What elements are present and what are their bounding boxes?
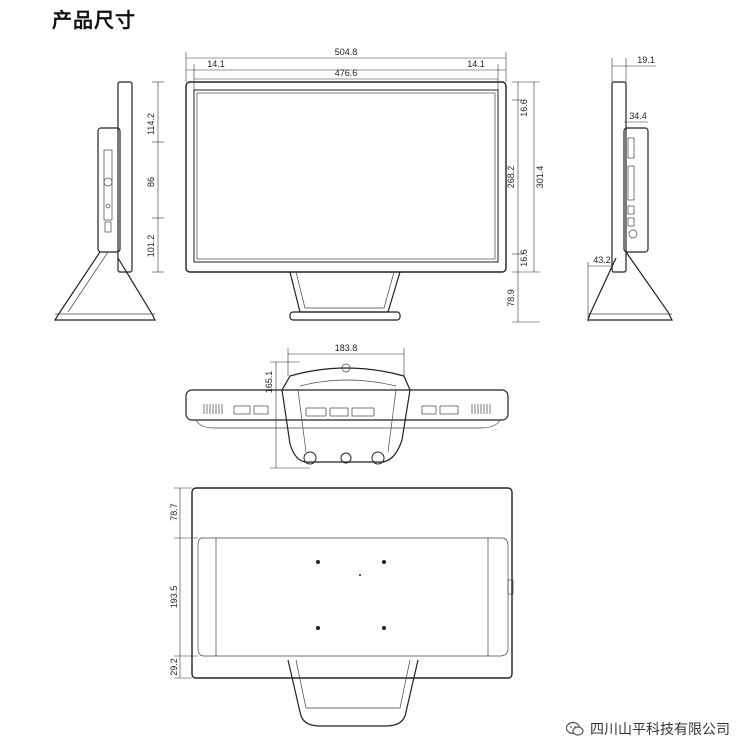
dim-tilt-offset: 43.2 bbox=[593, 255, 611, 265]
dim-screen-height: 268.2 bbox=[506, 166, 516, 189]
dim-bottom-offset: 101.2 bbox=[146, 235, 156, 258]
dim-panel-depth: 19.1 bbox=[637, 55, 655, 65]
dim-bottom-bezel: 16.6 bbox=[519, 249, 529, 267]
dim-overall-height: 301.4 bbox=[535, 166, 545, 189]
dim-right-margin: 14.1 bbox=[467, 59, 485, 69]
dim-left-margin: 14.1 bbox=[207, 59, 225, 69]
wechat-icon bbox=[566, 721, 584, 736]
dim-rear-middle: 193.5 bbox=[169, 586, 179, 609]
left-side-view: 114.2 86 101.2 bbox=[53, 81, 164, 321]
rear-view: 78.7 193.5 29.2 bbox=[169, 487, 514, 727]
dim-top-bezel: 16.6 bbox=[519, 99, 529, 117]
dim-body-depth: 34.4 bbox=[629, 111, 647, 121]
dim-overall-width: 504.8 bbox=[335, 47, 358, 57]
bottom-view: 183.8 165.1 bbox=[185, 343, 509, 469]
watermark-text: 四川山平科技有限公司 bbox=[590, 722, 730, 738]
dim-top-offset: 114.2 bbox=[146, 113, 156, 135]
dim-middle: 86 bbox=[146, 177, 156, 187]
right-side-view: 19.1 34.4 43.2 bbox=[587, 55, 673, 322]
front-view: 504.8 14.1 14.1 476.6 16.6 268.2 301.4 1… bbox=[185, 47, 545, 323]
watermark: 四川山平科技有限公司 bbox=[566, 719, 730, 739]
dim-stand-depth: 165.1 bbox=[264, 371, 274, 394]
page-title: 产品尺寸 bbox=[52, 8, 136, 32]
dim-rear-top: 78.7 bbox=[169, 503, 179, 521]
dim-screen-width: 476.6 bbox=[335, 68, 358, 78]
dim-stand-width: 183.8 bbox=[335, 343, 358, 353]
dim-stand-height: 78.9 bbox=[506, 289, 516, 307]
dim-rear-bottom: 29.2 bbox=[169, 658, 179, 676]
